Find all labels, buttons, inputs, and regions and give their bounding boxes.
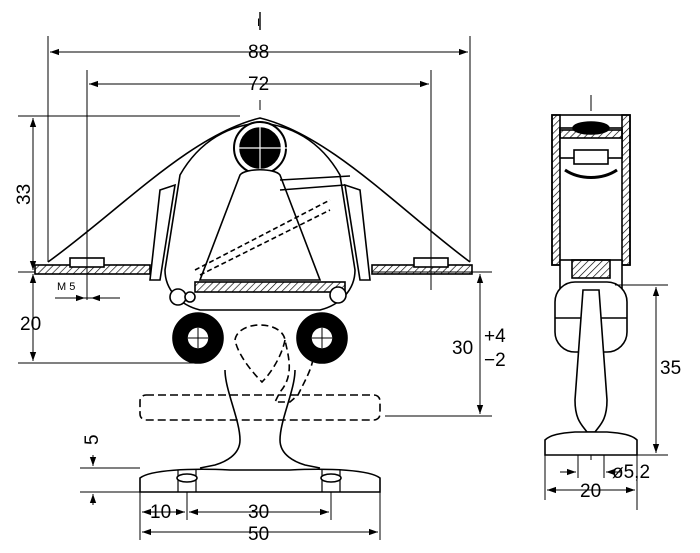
front-view: [34, 12, 473, 493]
lever-bar: [194, 281, 346, 293]
dim-clearance: 30: [452, 338, 473, 359]
dim-thread: M 5: [57, 281, 75, 293]
side-foot: [544, 431, 638, 456]
rail-profile: [234, 324, 315, 403]
dim-side-width: 20: [580, 481, 601, 502]
dim-foot-hole-spacing: 30: [248, 502, 269, 523]
dim-clearance-minus: −2: [484, 350, 506, 371]
front-dimensions: [18, 36, 492, 540]
side-view: [544, 95, 638, 478]
dim-height-upper: 33: [14, 184, 35, 205]
side-dimensions: [544, 284, 668, 510]
dim-foot-thickness: 5: [82, 434, 103, 445]
dim-foot-offset: 10: [150, 502, 171, 523]
cover-housing: [47, 117, 471, 263]
dim-clearance-plus: +4: [484, 326, 506, 347]
swing-arm: [198, 168, 322, 281]
hanger-foot: [139, 468, 381, 493]
dim-overall-width: 88: [248, 42, 269, 63]
dim-side-height: 35: [660, 358, 681, 379]
dim-side-hole-dia: ø5,2: [612, 462, 650, 483]
dim-height-lower: 20: [20, 314, 41, 335]
view-label: I: [257, 17, 260, 29]
rail-foot-dashed: [139, 394, 381, 421]
dim-foot-length: 50: [248, 524, 269, 545]
hanger-stem: [199, 369, 321, 469]
dim-hole-spacing: 72: [248, 74, 269, 95]
